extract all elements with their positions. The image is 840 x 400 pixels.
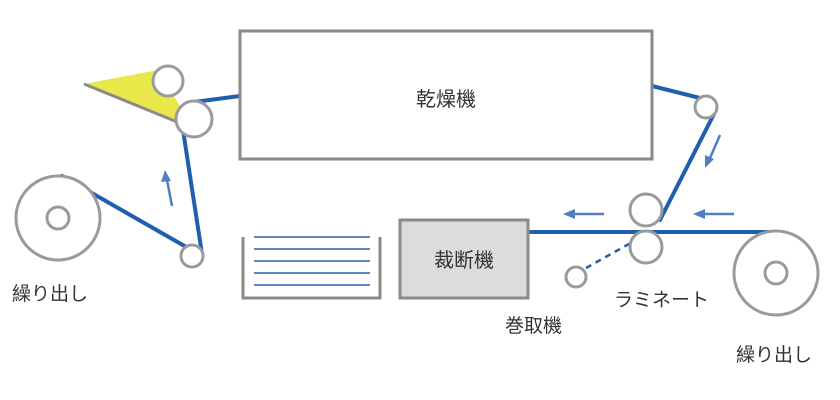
coating-blade-edge (83, 82, 193, 130)
arrow-left-top (563, 209, 604, 219)
right-unwind-reel (732, 229, 820, 317)
web-dryer-to-roller (650, 84, 702, 100)
rollers (151, 64, 719, 289)
laminate-label: ラミネート (614, 289, 709, 311)
guide-roller-left (179, 243, 205, 269)
stacked-sheets (254, 236, 370, 286)
coater-roller-top (151, 64, 185, 98)
direction-arrows (161, 134, 734, 219)
arrow-left-right (693, 209, 734, 219)
web-roller-to-laminate (658, 112, 716, 222)
guide-roller-right (693, 94, 719, 120)
coater-roller-bottom (174, 99, 214, 139)
laminate-roller-bottom (628, 229, 664, 265)
dryer-box (238, 29, 654, 161)
unwind-left-label: 繰り出し (12, 283, 88, 305)
web-roller-to-coater (181, 128, 204, 256)
web-coater-to-dryer (192, 94, 242, 104)
winder-label: 巻取機 (505, 315, 562, 337)
winder-dashed-web (585, 238, 637, 270)
cutter-box (398, 218, 530, 300)
dryer-label: 乾燥機 (416, 87, 476, 111)
laminate-roller-top (628, 192, 664, 228)
left-unwind-reel (14, 174, 102, 262)
arrow-up-left (161, 170, 174, 207)
winder-roller (564, 265, 588, 289)
cutter-label: 裁断機 (434, 248, 494, 272)
unwind-right-label: 繰り出し (736, 344, 812, 366)
tray-outline (241, 237, 382, 300)
sheet-stack-tray (241, 236, 382, 300)
arrow-down-right (705, 134, 722, 168)
